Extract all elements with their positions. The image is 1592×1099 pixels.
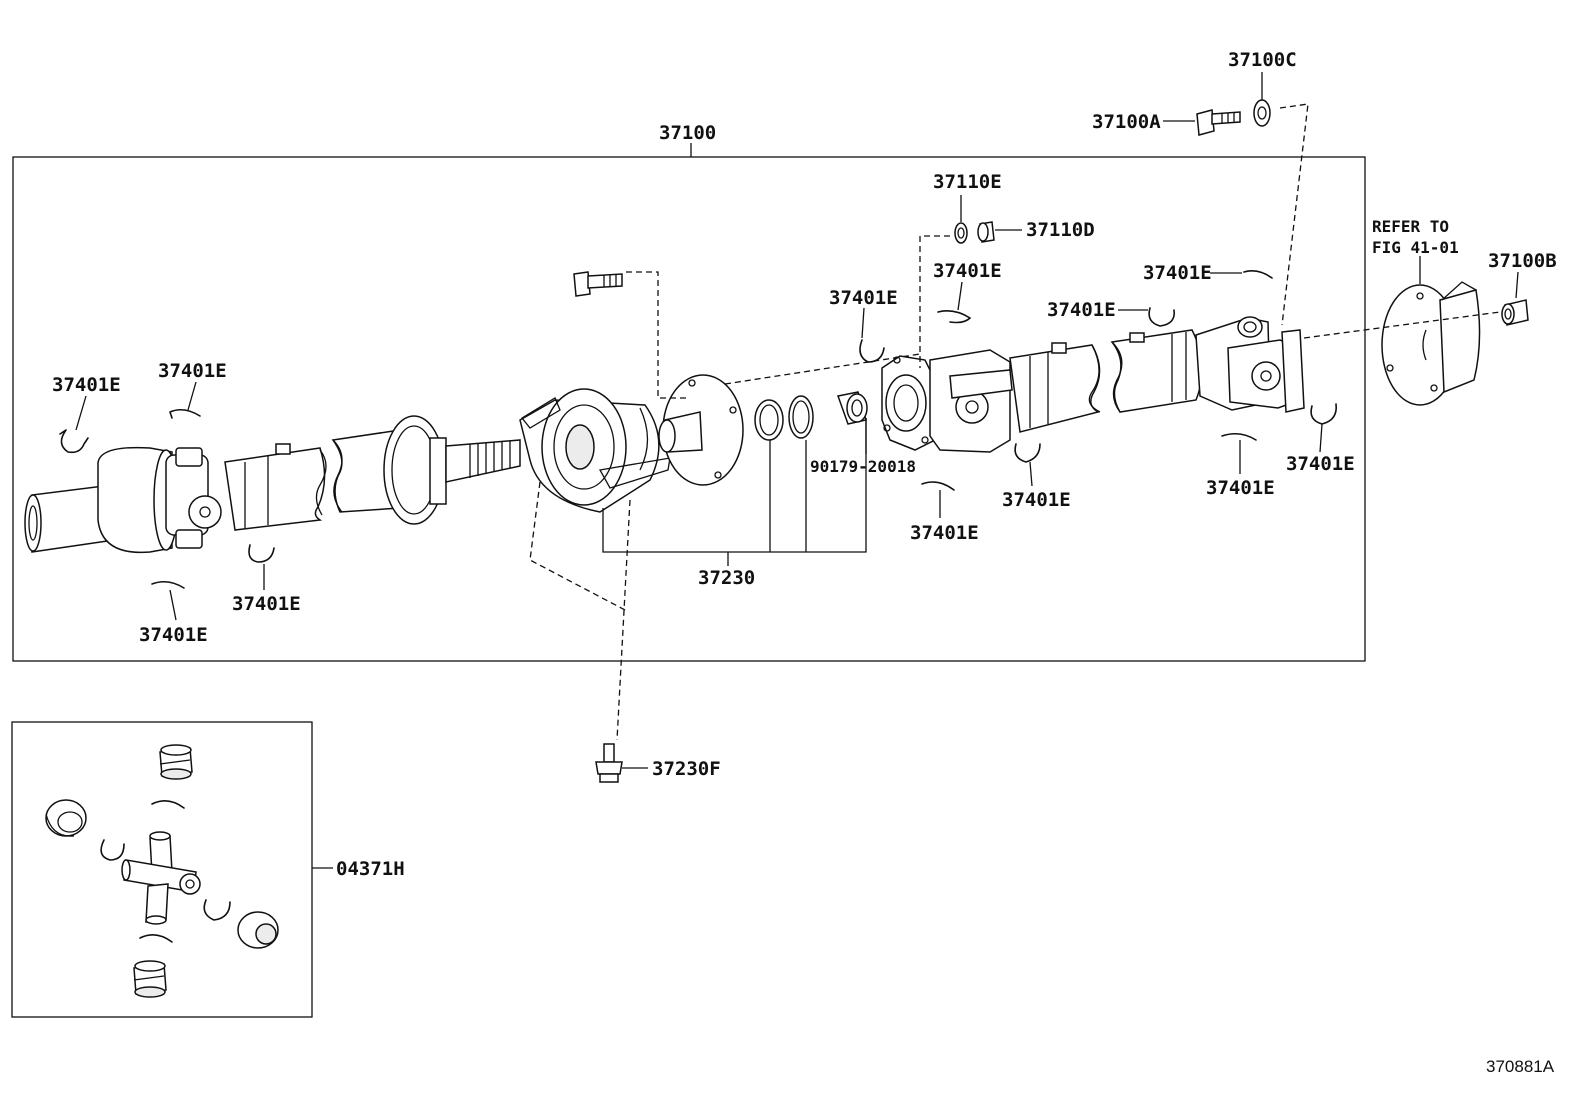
spider-kit <box>45 744 279 998</box>
label-clip-2: 37401E <box>158 360 227 382</box>
label-clip-4: 37401E <box>139 624 208 646</box>
label-clip-9: 37401E <box>1002 489 1071 511</box>
label-assembly: 37100 <box>659 122 716 144</box>
rear-shaft <box>881 316 1305 453</box>
spider-kit-frame <box>11 721 313 1018</box>
bolt-37100A <box>1196 109 1241 136</box>
label-refer-2: FIG 41-01 <box>1372 238 1459 257</box>
bearing-bolt <box>573 271 623 297</box>
label-spider-kit: 04371H <box>336 858 405 880</box>
label-clip-3: 37401E <box>232 593 301 615</box>
label-seal: 90179-20018 <box>810 457 916 476</box>
washer-37100C <box>1253 99 1271 127</box>
flange-yoke <box>658 374 744 486</box>
bolt-37230F <box>595 743 623 783</box>
label-37100A: 37100A <box>1092 111 1161 133</box>
label-clip-10: 37401E <box>910 522 979 544</box>
front-shaft <box>24 415 521 554</box>
label-clip-12: 37401E <box>1286 453 1355 475</box>
label-37110E: 37110E <box>933 171 1002 193</box>
label-clip-8: 37401E <box>1047 299 1116 321</box>
label-37230F: 37230F <box>652 758 721 780</box>
label-clip-5: 37401E <box>829 287 898 309</box>
label-37100C: 37100C <box>1228 49 1297 71</box>
label-37100B: 37100B <box>1488 250 1557 272</box>
differential-flange <box>1381 281 1481 406</box>
ring-1 <box>754 399 784 441</box>
figure-id: 370881A <box>1486 1057 1555 1076</box>
label-clip-11: 37401E <box>1206 477 1275 499</box>
nut-37100B <box>1501 299 1529 326</box>
label-clip-1: 37401E <box>52 374 121 396</box>
leader-lines <box>75 272 1323 621</box>
nut-37110D <box>977 221 995 243</box>
label-clip-7: 37401E <box>1143 262 1212 284</box>
label-37230: 37230 <box>698 567 755 589</box>
washer-37110E <box>954 222 968 244</box>
assembly-frame <box>12 156 1366 662</box>
center-bearing <box>519 388 671 513</box>
label-37110D: 37110D <box>1026 219 1095 241</box>
label-clip-6: 37401E <box>933 260 1002 282</box>
label-refer-1: REFER TO <box>1372 217 1449 236</box>
